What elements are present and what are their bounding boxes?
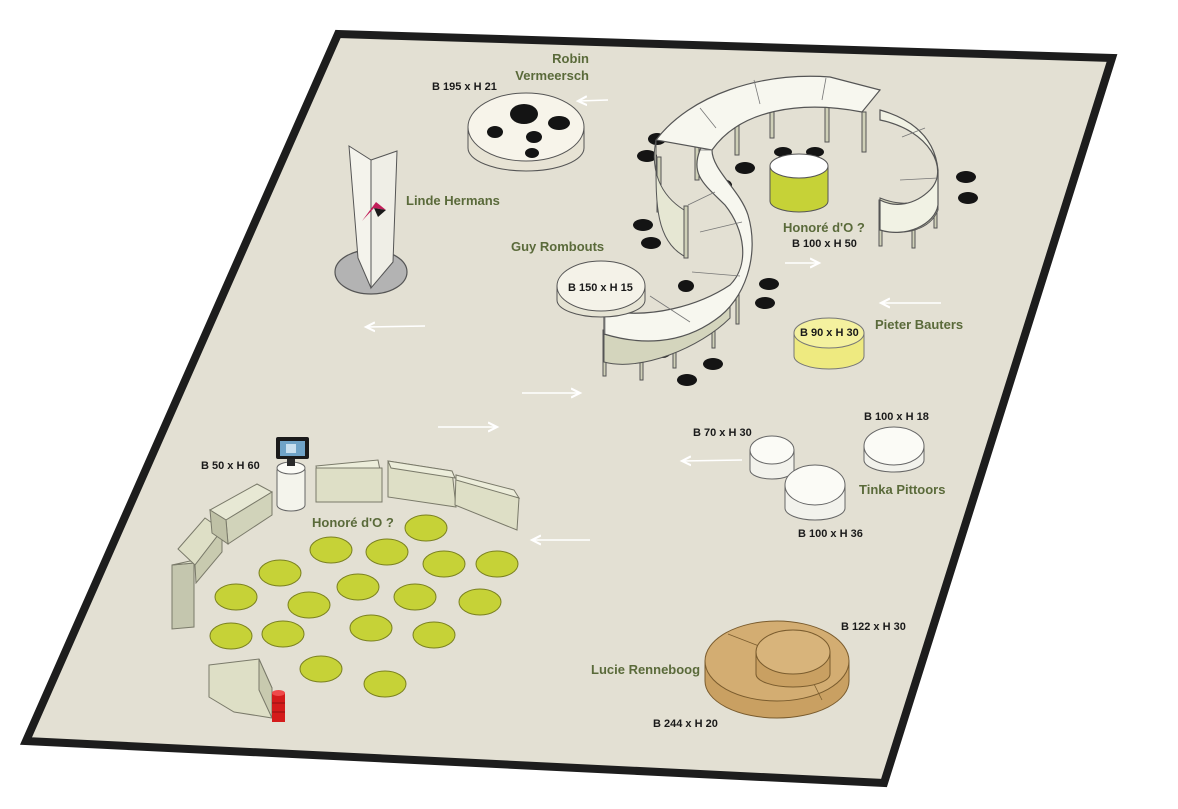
artist-labels: Robin Vermeersch Linde Hermans Guy Rombo… (312, 51, 963, 677)
video-screen-icon (276, 437, 309, 466)
artist-label-honore-bottom: Honoré d'O ? (312, 515, 394, 530)
artist-label-tinka: Tinka Pittoors (859, 482, 945, 497)
linde-sculpture (334, 145, 408, 295)
dimension-tinka-top: B 100 x H 18 (864, 411, 929, 423)
dimension-labels: B 195 x H 21 B 150 x H 15 B 100 x H 50 B… (201, 81, 929, 730)
dimension-honore-top: B 100 x H 50 (792, 238, 857, 250)
dimension-honore-bottom: B 50 x H 60 (201, 460, 260, 472)
artist-label-lucie: Lucie Renneboog (591, 662, 700, 677)
artist-label-pieter: Pieter Bauters (875, 317, 963, 332)
dimension-lucie-bottom: B 244 x H 20 (653, 718, 718, 730)
artist-label-robin: Robin (552, 51, 589, 66)
arrow-icon (578, 100, 609, 101)
honore-bottom-installation (171, 437, 521, 722)
tinka-plinths (749, 426, 925, 521)
pieter-plinth (793, 317, 865, 370)
dimension-pieter: B 90 x H 30 (800, 327, 859, 339)
dimension-robin: B 195 x H 21 (432, 81, 497, 93)
dimension-lucie-top: B 122 x H 30 (841, 621, 906, 633)
arrow-icon (366, 326, 426, 327)
honore-top-cylinder (769, 153, 829, 213)
artist-label-guy: Guy Rombouts (511, 239, 604, 254)
lucie-plinths (704, 620, 850, 719)
dimension-tinka-large: B 100 x H 36 (798, 528, 863, 540)
dimension-guy: B 150 x H 15 (568, 282, 633, 294)
arrow-icon (682, 460, 743, 461)
red-cylinder-icon (272, 690, 285, 722)
robin-plinth (467, 92, 585, 172)
dimension-tinka-small: B 70 x H 30 (693, 427, 752, 439)
flow-arrows (366, 100, 941, 540)
artist-label-honore-top: Honoré d'O ? (783, 220, 865, 235)
artist-label-robin-surname: Vermeersch (515, 68, 589, 83)
guy-plinth (556, 260, 646, 318)
artist-label-linde: Linde Hermans (406, 193, 500, 208)
s-curve-bench (602, 75, 939, 381)
